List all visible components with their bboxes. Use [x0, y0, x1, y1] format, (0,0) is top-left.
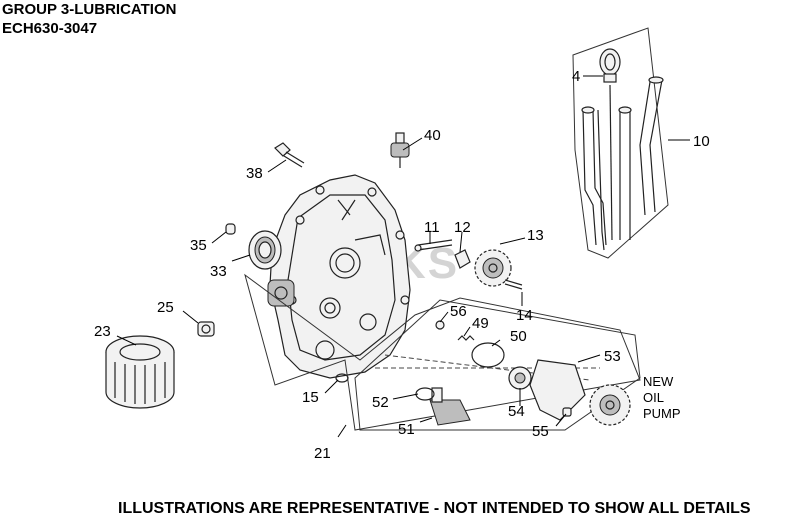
pump-o-ring [471, 342, 505, 368]
pin [414, 239, 453, 252]
callout-52: 52 [372, 394, 389, 411]
callout-4: 4 [572, 68, 580, 85]
pump-rotor [508, 366, 532, 390]
oil-pressure-switch [390, 132, 410, 168]
dowel-pin [225, 223, 236, 235]
assembly-outline [244, 273, 641, 431]
hex-screw [274, 142, 305, 168]
dipstick [599, 48, 621, 83]
pickup-o-ring [415, 387, 435, 401]
note-pump: PUMP [643, 406, 681, 421]
callout-11: 11 [424, 219, 440, 236]
note-oil: OIL [643, 390, 664, 405]
callout-53: 53 [604, 348, 621, 365]
governor-shaft [504, 279, 523, 290]
callout-33: 33 [210, 263, 227, 280]
callout-56: 56 [450, 303, 467, 320]
dipstick-tube-assembly [572, 27, 669, 259]
check-ball [435, 320, 445, 330]
callout-35: 35 [190, 237, 207, 254]
disclaimer-footer: ILLUSTRATIONS ARE REPRESENTATIVE - NOT I… [118, 500, 751, 517]
relief-spring [457, 335, 475, 341]
diagram-title: GROUP 3-LUBRICATION [2, 1, 177, 18]
callout-13: 13 [527, 227, 544, 244]
callout-12: 12 [454, 219, 471, 236]
callout-14: 14 [516, 307, 533, 324]
callout-15: 15 [302, 389, 319, 406]
pump-gear [589, 384, 631, 426]
oil-pump-outline [354, 299, 641, 431]
callout-40: 40 [424, 127, 441, 144]
callout-50: 50 [510, 328, 527, 345]
callout-38: 38 [246, 165, 263, 182]
model-number: ECH630-3047 [2, 20, 98, 37]
callout-55: 55 [532, 423, 549, 440]
note-new: NEW [643, 374, 674, 389]
callout-10: 10 [693, 133, 710, 150]
pump-screw [562, 407, 572, 417]
oil-filter [105, 335, 175, 409]
callout-23: 23 [94, 323, 111, 340]
governor-gear [474, 249, 512, 287]
callout-54: 54 [508, 403, 525, 420]
bracket [454, 249, 471, 269]
callout-21: 21 [314, 445, 331, 462]
oil-seal [248, 230, 282, 270]
crankcase-cover [267, 174, 411, 379]
callout-25: 25 [157, 299, 174, 316]
callout-49: 49 [472, 315, 489, 332]
filter-nipple [197, 321, 215, 337]
callout-51: 51 [398, 421, 415, 438]
oil-pickup [429, 387, 471, 426]
pump-cover [529, 359, 586, 421]
